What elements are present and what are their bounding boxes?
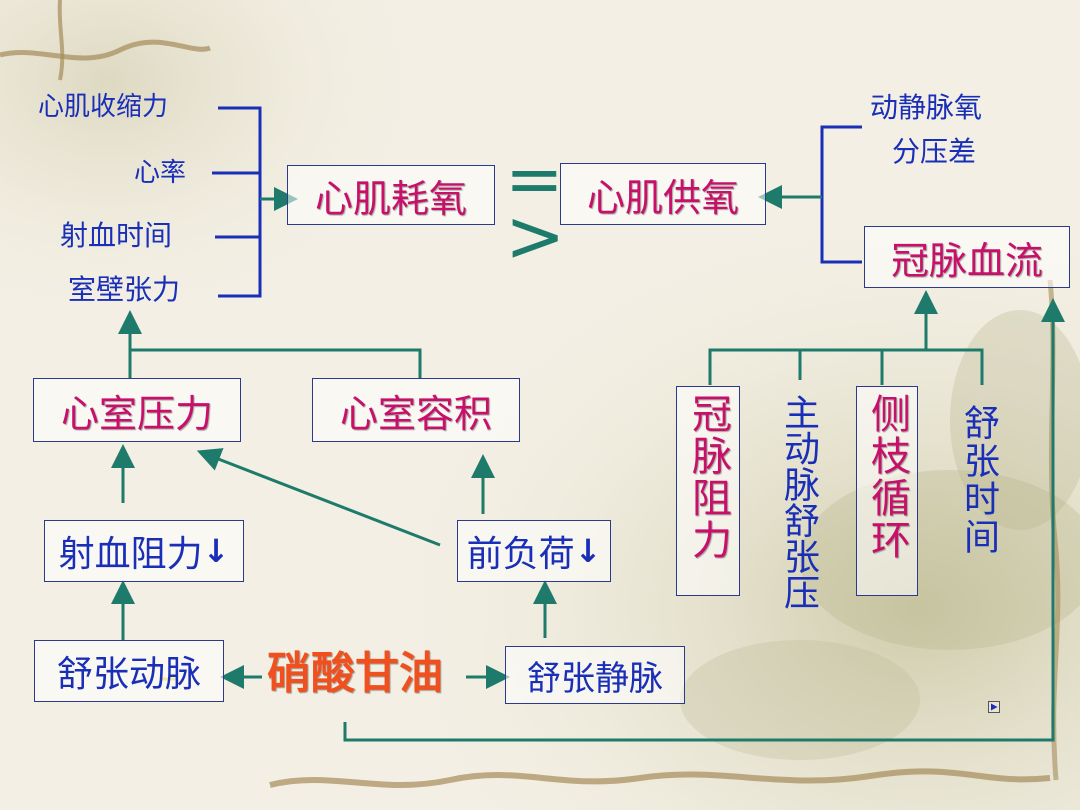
factor-contractility: 心肌收缩力 xyxy=(38,92,169,122)
dilate-vein-box: 舒张静脉 xyxy=(505,646,685,704)
coronary-resistance-label: 冠脉阻力 xyxy=(685,393,731,561)
preload-down-arrow: ↓ xyxy=(574,532,602,570)
ventricular-pressure-label: 心室压力 xyxy=(60,391,213,436)
dilate-artery-label: 舒张动脉 xyxy=(56,654,201,695)
ejection-resistance-box: 射血阻力 ↓ xyxy=(44,520,244,582)
play-triangle-icon[interactable] xyxy=(988,701,1000,713)
factor-heart-rate: 心率 xyxy=(134,158,187,188)
av-difference-line2: 分压差 xyxy=(892,135,977,168)
oxygen-consumption-label: 心肌耗氧 xyxy=(314,176,467,221)
aortic-diastolic-pressure-label: 主动脉舒张压 xyxy=(778,394,819,610)
coronary-flow-box: 冠脉血流 xyxy=(864,226,1070,288)
equal-sign: = xyxy=(505,138,564,220)
oxygen-consumption-box: 心肌耗氧 xyxy=(287,165,495,225)
factor-wall-tension: 室壁张力 xyxy=(68,273,181,306)
ejection-resistance-down-arrow: ↓ xyxy=(202,532,230,570)
ventricular-volume-label: 心室容积 xyxy=(339,391,492,436)
ejection-resistance-label: 射血阻力 xyxy=(58,534,203,575)
play-triangle-glyph xyxy=(991,703,998,711)
oxygen-supply-box: 心肌供氧 xyxy=(560,163,766,225)
coronary-flow-label: 冠脉血流 xyxy=(890,238,1043,283)
aortic-diastolic-pressure: 主动脉舒张压 xyxy=(778,394,819,610)
dilate-artery-box: 舒张动脉 xyxy=(34,640,224,702)
diastolic-time: 舒张时间 xyxy=(958,404,999,556)
greater-sign: > xyxy=(505,194,566,278)
preload-box: 前负荷 ↓ xyxy=(457,520,611,582)
diastolic-time-label: 舒张时间 xyxy=(958,404,999,556)
coronary-resistance-box: 冠脉阻力 xyxy=(676,386,740,596)
collateral-circulation-label: 侧枝循环 xyxy=(864,393,910,561)
nitroglycerin-label: 硝酸甘油 xyxy=(267,648,443,699)
preload-label: 前负荷 xyxy=(466,534,575,575)
collateral-circulation-box: 侧枝循环 xyxy=(856,386,918,596)
factor-ejection-time: 射血时间 xyxy=(60,219,173,252)
av-difference-line1: 动静脉氧 xyxy=(870,91,983,124)
dilate-vein-label: 舒张静脉 xyxy=(527,658,663,699)
oxygen-supply-label: 心肌供氧 xyxy=(586,175,739,220)
ventricular-pressure-box: 心室压力 xyxy=(33,378,241,442)
ventricular-volume-box: 心室容积 xyxy=(312,378,520,442)
